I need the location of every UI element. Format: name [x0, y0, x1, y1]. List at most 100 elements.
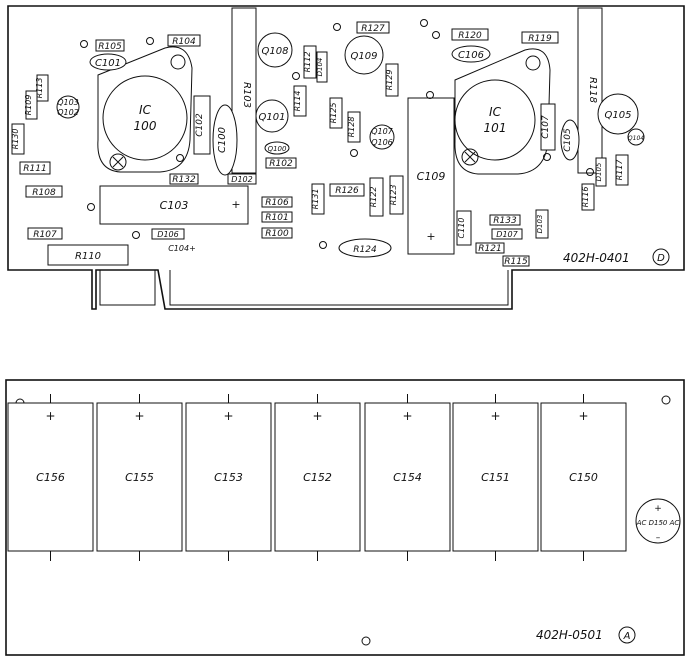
label-r123: R123: [389, 185, 398, 206]
label-r110: R110: [75, 251, 101, 262]
label-r111: R111: [23, 164, 46, 174]
resistor-r121: [475, 242, 505, 254]
capacitor-plus-marker: +: [490, 409, 500, 423]
transistor-q108: [257, 32, 293, 68]
capacitor-plus-marker: +: [402, 409, 412, 423]
label-d150: AC D150 AC: [636, 519, 680, 527]
board-402h-0501: +C156+C155+C153+C152+C154+C151+C150 + AC…: [5, 379, 685, 656]
diode-d150: + AC D150 AC –: [635, 498, 681, 544]
label-r126: R126: [335, 186, 359, 196]
resistor-r114: [293, 85, 307, 117]
transistor-q105: [597, 93, 639, 135]
label-c101: C101: [95, 58, 121, 69]
label-r104: R104: [172, 37, 196, 47]
resistor-r120: [451, 28, 489, 41]
resistor-r106: [261, 196, 293, 208]
label-r118: R118: [587, 77, 598, 103]
label-r130: R130: [11, 129, 20, 150]
board1-revision: D: [657, 253, 665, 264]
label-r128: R128: [347, 117, 356, 138]
label-d103: D103: [536, 215, 544, 234]
label-r117: R117: [615, 159, 624, 181]
capacitor-c152: +C152: [274, 394, 361, 561]
resistor-r101: [261, 211, 293, 223]
label-r102: R102: [269, 159, 293, 169]
c103-plus: +: [231, 198, 240, 211]
label-c155: C155: [125, 471, 154, 484]
label-r106: R106: [265, 198, 289, 208]
label-c100: C100: [217, 127, 228, 153]
label-c104: C104+: [168, 244, 196, 253]
capacitor-c101: [89, 53, 127, 71]
label-c107: C107: [541, 115, 551, 139]
label-d102: D102: [231, 175, 252, 184]
label-d105: D105: [595, 162, 603, 181]
resistor-r124: [338, 238, 392, 258]
label-r131: R131: [311, 189, 320, 210]
label-r129: R129: [385, 70, 394, 91]
capacitor-c105: [560, 119, 580, 161]
label-r100: R100: [265, 229, 289, 239]
label-q101: Q101: [259, 112, 286, 123]
capacitor-plus-marker: +: [45, 409, 55, 423]
diode-d105: [595, 157, 607, 187]
resistor-r107: [27, 227, 63, 240]
label-c150: C150: [569, 471, 598, 484]
capacitor-c150: + C150: [540, 394, 627, 561]
label-r109: R109: [24, 95, 33, 116]
label-r112: R112: [303, 52, 312, 73]
label-r113: R113: [35, 78, 44, 99]
resistor-r129: [385, 63, 399, 97]
label-q103: Q103: [57, 98, 79, 107]
label-q107: Q107: [371, 127, 393, 136]
capacitor-c151: +C151: [452, 394, 539, 561]
transistor-q100: [264, 141, 290, 155]
ic-100: IC 100: [97, 46, 193, 173]
diode-d102: [227, 173, 257, 185]
resistor-r113: [36, 74, 49, 102]
resistor-r131: [311, 183, 325, 215]
resistor-r115: [502, 255, 530, 267]
label-r116: R116: [581, 187, 590, 208]
label-q108: Q108: [262, 46, 289, 57]
transistor-q101: [255, 99, 289, 133]
label-r119: R119: [528, 34, 552, 44]
label-q102: Q102: [57, 108, 79, 117]
capacitor-c155: +C155: [96, 394, 183, 561]
board1-holes: [80, 19, 594, 249]
capacitor-plus-marker: +: [578, 409, 588, 423]
board2-revision-circle: [618, 626, 636, 644]
capacitor-c102: [193, 95, 211, 155]
resistor-r104: [167, 34, 201, 47]
board-402h-0401: IC 100 IC 101 R103 R118 C103 + C109 + C1…: [7, 5, 685, 310]
capacitor-c153: +C153: [185, 394, 272, 561]
board2-part-number: 402H-0501: [536, 628, 603, 642]
label-r114: R114: [293, 91, 302, 112]
svg-text:+: +: [654, 504, 662, 514]
label-r124: R124: [353, 245, 377, 255]
diode-d104: [316, 51, 328, 83]
label-c103: C103: [160, 199, 189, 212]
label-r127: R127: [361, 24, 385, 34]
capacitor-c156: + C156: [7, 394, 94, 561]
label-q104: Q104: [628, 135, 644, 142]
label-r125: R125: [329, 103, 338, 124]
board1-part-number: 402H-0401: [563, 251, 630, 265]
resistor-r100: [261, 227, 293, 239]
transistor-q104: [627, 128, 645, 146]
label-c153: C153: [214, 471, 243, 484]
ic-101: IC 101: [454, 48, 551, 175]
label-r115: R115: [504, 257, 528, 267]
label-r122: R122: [369, 187, 378, 208]
transistor-q107-q106: [369, 124, 395, 150]
capacitor-c107: [540, 103, 556, 151]
label-d107: D107: [496, 230, 518, 239]
label-q106: Q106: [371, 138, 393, 147]
label-r108: R108: [32, 188, 56, 198]
resistor-r122: [369, 177, 384, 217]
label-c156: C156: [36, 471, 65, 484]
label-r132: R132: [172, 175, 196, 185]
label-r105: R105: [98, 42, 122, 52]
resistor-r119: [521, 31, 559, 44]
